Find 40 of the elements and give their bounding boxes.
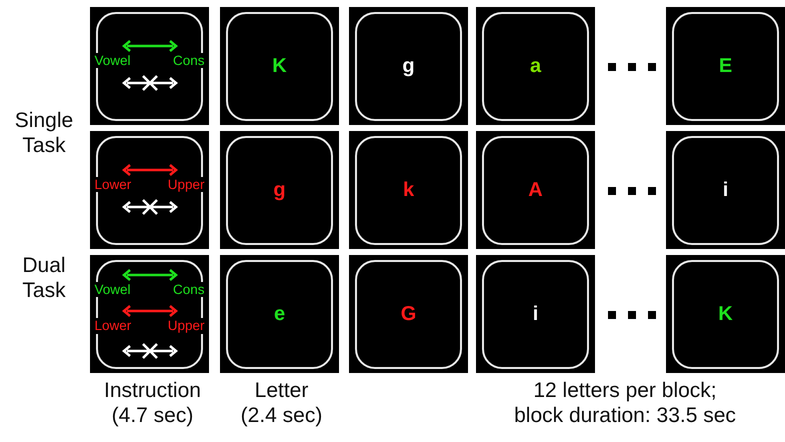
letter-stimulus: k xyxy=(402,180,414,200)
response-label: Cons xyxy=(172,282,206,297)
letter-stimulus: K xyxy=(272,56,287,76)
letter-screen xyxy=(220,255,339,373)
row-label: 12 letters per block; block duration: 33.5 sec xyxy=(513,378,737,428)
letter-stimulus: K xyxy=(718,304,733,324)
letter-stimulus: e xyxy=(274,304,286,324)
letter-stimulus: i xyxy=(722,180,728,200)
letter-screen xyxy=(349,7,468,125)
letter-stimulus: G xyxy=(400,304,416,324)
response-label: Lower xyxy=(94,318,132,334)
response-label: Vowel xyxy=(94,52,132,68)
letter-stimulus: i xyxy=(532,304,538,324)
row-label: Single Task xyxy=(14,108,74,158)
letter-screen xyxy=(666,131,785,249)
instruction-screen xyxy=(90,7,209,125)
letter-stimulus: E xyxy=(718,56,732,76)
row-label: Letter (2.4 sec) xyxy=(240,378,324,428)
letter-screen xyxy=(666,255,785,373)
response-label: Upper xyxy=(166,176,206,192)
response-label: Vowel xyxy=(94,282,132,297)
letter-stimulus: g xyxy=(273,180,286,200)
row-label: Instruction (4.7 sec) xyxy=(103,378,202,428)
letter-screen xyxy=(220,7,339,125)
instruction-screen xyxy=(90,255,209,373)
letter-screen xyxy=(666,7,785,125)
letter-screen xyxy=(476,131,595,249)
letter-stimulus: g xyxy=(402,56,415,76)
letter-screen xyxy=(476,7,595,125)
letter-stimulus: a xyxy=(530,56,542,76)
response-label: Cons xyxy=(172,52,206,68)
letter-stimulus: A xyxy=(528,180,543,200)
row-label: Dual Task xyxy=(21,253,67,304)
letter-screen xyxy=(220,131,339,249)
response-label: Upper xyxy=(166,318,206,334)
letter-screen xyxy=(349,255,468,373)
letter-screen xyxy=(476,255,595,373)
instruction-screen xyxy=(90,131,209,249)
letter-screen xyxy=(349,131,468,249)
response-label: Lower xyxy=(94,176,132,192)
